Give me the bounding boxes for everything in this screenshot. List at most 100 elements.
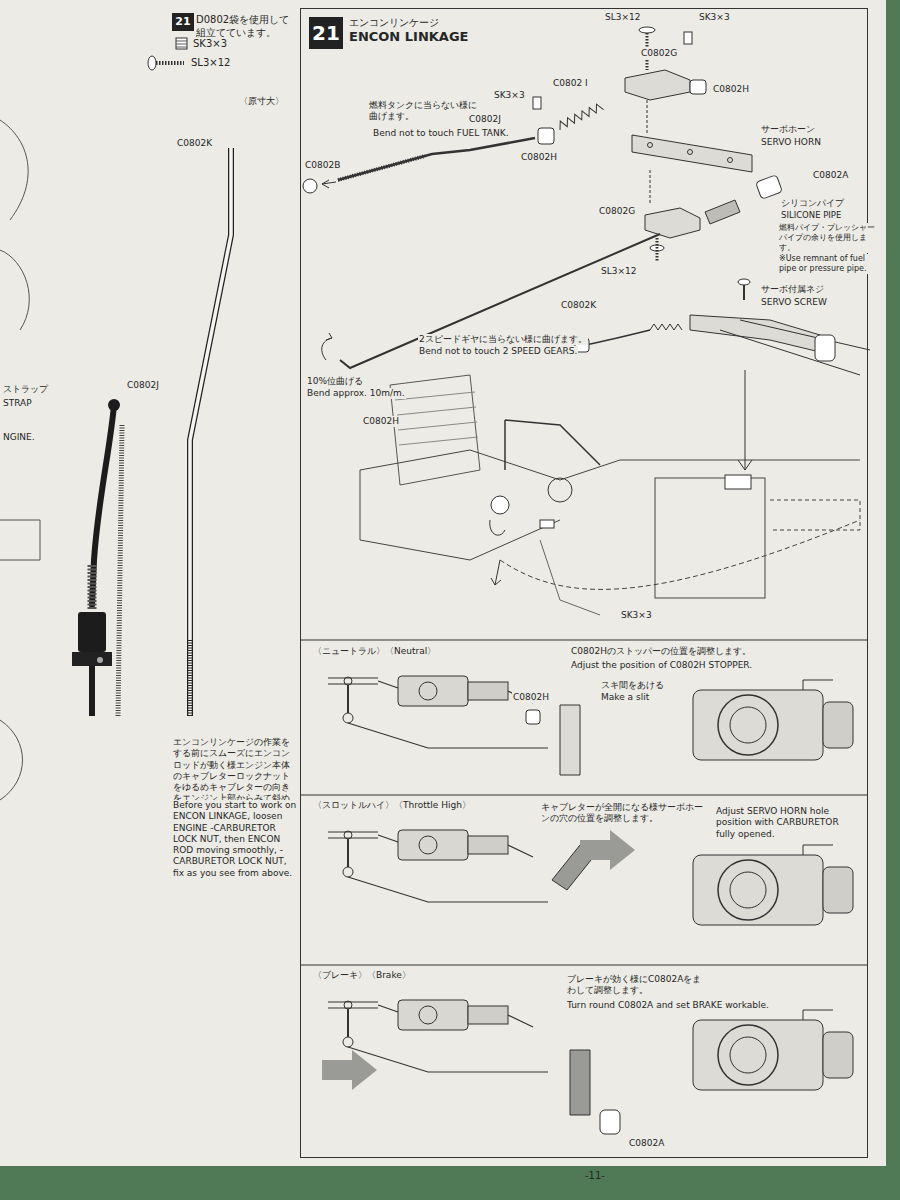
rod-J (338, 138, 535, 180)
part-code: C0802H (362, 416, 400, 427)
note: 2スピードギヤに当らない様に曲げます。 (418, 334, 588, 345)
carburetor-front (693, 1010, 853, 1090)
note: キャブレターが全開になる様サーボホーンの穴の位置を調整します。 (540, 802, 707, 825)
screw-shank (656, 238, 659, 262)
leader-arrow (322, 180, 336, 188)
part-code: SL3×12 (604, 12, 641, 23)
bend-arrow (322, 333, 332, 360)
rod-thread (187, 640, 193, 716)
step-heading: ENCON LINKAGE (347, 30, 470, 44)
part-code: C0802G (640, 48, 678, 59)
carburetor-front (693, 845, 853, 925)
adjuster-A (756, 175, 783, 199)
note: Adjust SERVO HORN hole position with CAR… (715, 806, 857, 840)
part-code: C0802H (712, 84, 750, 95)
cut-text: STRAP (2, 398, 33, 409)
panel-divider (300, 640, 868, 965)
part-code: C0802 I (552, 78, 589, 89)
part-rod (89, 666, 95, 716)
servo-horn (632, 135, 752, 172)
paper (0, 0, 886, 1166)
sub-heading: 〈ブレーキ〉〈Brake〉 (312, 970, 412, 981)
previous-page-drawing (0, 120, 40, 800)
step-number: 21 (309, 17, 343, 49)
part-code: C0802B (304, 160, 341, 171)
neutral-linkage (328, 676, 548, 748)
rod-K (340, 234, 660, 368)
part-name: サーボホーン (760, 124, 816, 135)
servo-screw (738, 279, 750, 285)
part-code: SK3×3 (698, 12, 731, 23)
part-code: SK3×3 (620, 610, 653, 621)
bracket-G (645, 208, 700, 238)
part-code: C0802K (176, 138, 213, 149)
note: ブレーキが効く様にC0802Aをまわして調整します。 (566, 974, 708, 997)
servo-case (655, 478, 765, 598)
part-spring (88, 565, 97, 610)
set-screw (540, 520, 554, 528)
note: ※Use remnant of fuel pipe or pressure pi… (778, 254, 880, 274)
set-screw-thread (176, 41, 187, 47)
adjuster (815, 335, 835, 361)
part-code: C0802H (520, 152, 558, 163)
part-code: C0802A (628, 1138, 665, 1149)
direction-arrow (580, 830, 635, 870)
gear-outline (540, 540, 600, 615)
belt-outline (500, 520, 860, 589)
servo-horn (560, 705, 580, 775)
tray-outline (770, 500, 860, 530)
horn-hole (688, 150, 693, 155)
part-name: SERVO SCREW (760, 297, 828, 308)
part-name: シリコンパイプ (780, 198, 845, 209)
rod (585, 330, 650, 345)
sub-heading: 〈スロットルハイ〉〈Throttle High〉 (312, 800, 472, 811)
part-code: SK3×3 (493, 90, 526, 101)
servo-output (725, 475, 751, 489)
rod-outline (190, 148, 231, 716)
rod-thread (338, 156, 425, 180)
cooling-fins (395, 392, 478, 445)
servo-horn (570, 1050, 590, 1115)
direction-arrow (322, 1050, 377, 1090)
part-code: C0802H (512, 692, 550, 703)
part-code: C0802G (598, 206, 636, 217)
part-code: SL3×12 (190, 57, 231, 70)
bracket-G (625, 70, 690, 100)
note: スキ間をあける (600, 680, 665, 691)
part-code: SK3×3 (192, 38, 228, 51)
part-code: C0802J (468, 114, 502, 125)
stopper (526, 710, 540, 724)
step-heading: エンコンリンケージ (347, 17, 441, 28)
step-number-text: 21 (175, 16, 190, 28)
part-ball (108, 399, 120, 411)
part-name: SILICONE PIPE (780, 210, 842, 221)
horn-hole (728, 158, 733, 163)
note: Bend not to touch 2 SPEED GEARS. (418, 346, 578, 357)
sub-heading: 〈ニュートラル〉〈Neutral〉 (312, 646, 437, 657)
spring-I (557, 102, 604, 130)
note: Bend approx. 10m/m. (306, 388, 406, 399)
leader (491, 560, 501, 585)
part-code: C0802K (560, 300, 597, 311)
note: Before you start to work on ENCON LINKAG… (172, 800, 298, 879)
horn-hole (648, 143, 653, 148)
rod (505, 420, 600, 465)
step-number: 21 (172, 13, 194, 31)
part-code: SL3×12 (600, 266, 637, 277)
note: Turn round C0802A and set BRAKE workable… (566, 1000, 783, 1011)
part-code: C0802J (126, 380, 160, 391)
note: Bend not to touch FUEL TANK. (372, 128, 510, 139)
silicone-pipe (705, 200, 740, 224)
part-screw (97, 657, 103, 663)
note: 燃料タンクに当らない様に曲げます。 (368, 100, 478, 123)
part-code: C0802A (812, 170, 849, 181)
assembly-line (647, 100, 650, 205)
set-screw (684, 32, 692, 44)
rod-fill (190, 148, 231, 716)
chassis-outline (360, 450, 860, 560)
set-screw-icon (176, 38, 187, 49)
part-bracket (72, 652, 112, 666)
rod (720, 320, 870, 375)
